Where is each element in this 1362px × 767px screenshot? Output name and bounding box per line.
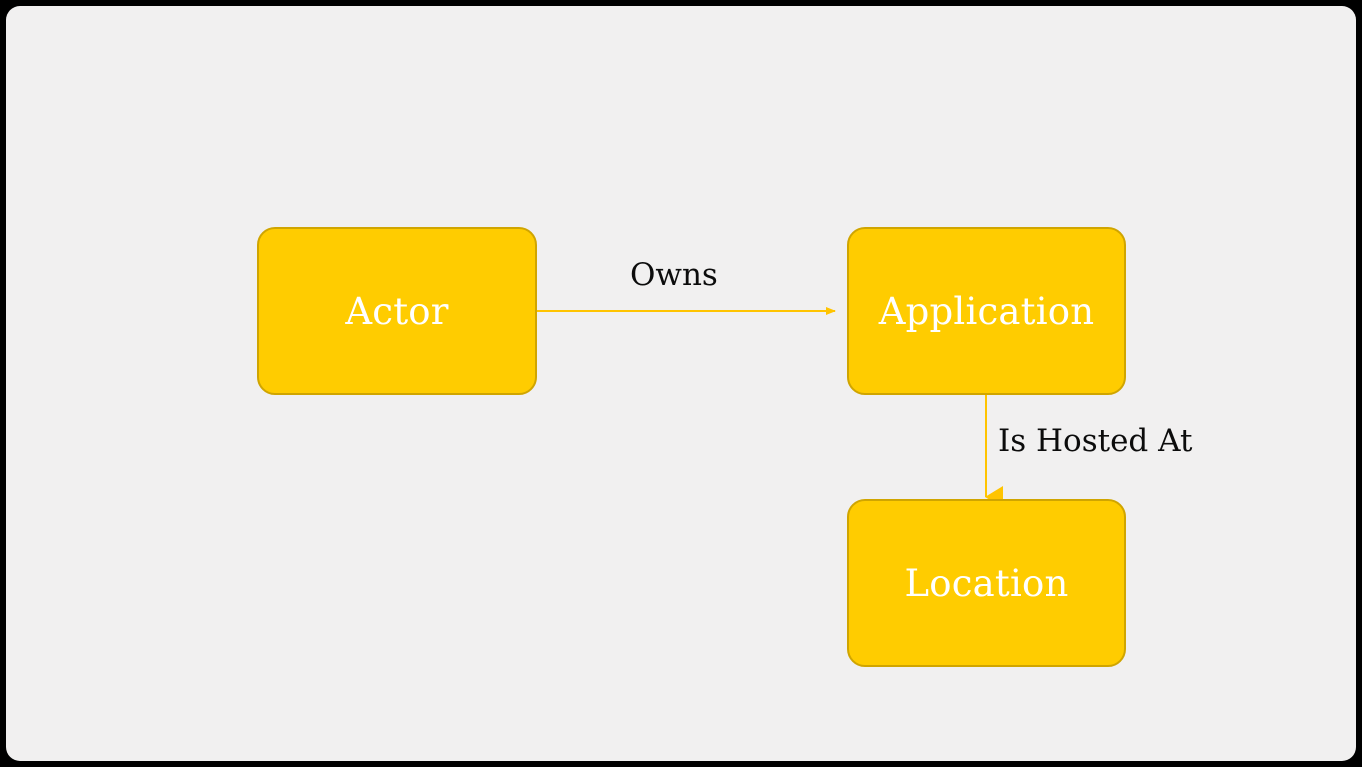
node-location[interactable]: Location [847, 499, 1126, 667]
node-label: Application [878, 289, 1095, 333]
edge-label-owns: Owns [630, 257, 718, 293]
diagram-panel: Actor Application Location Owns Is Hoste… [6, 6, 1356, 761]
node-application[interactable]: Application [847, 227, 1126, 395]
node-label: Actor [345, 289, 449, 333]
edge-layer [537, 307, 1003, 508]
node-label: Location [904, 561, 1069, 605]
node-actor[interactable]: Actor [257, 227, 537, 395]
edge-label-is-hosted-at: Is Hosted At [998, 423, 1193, 459]
